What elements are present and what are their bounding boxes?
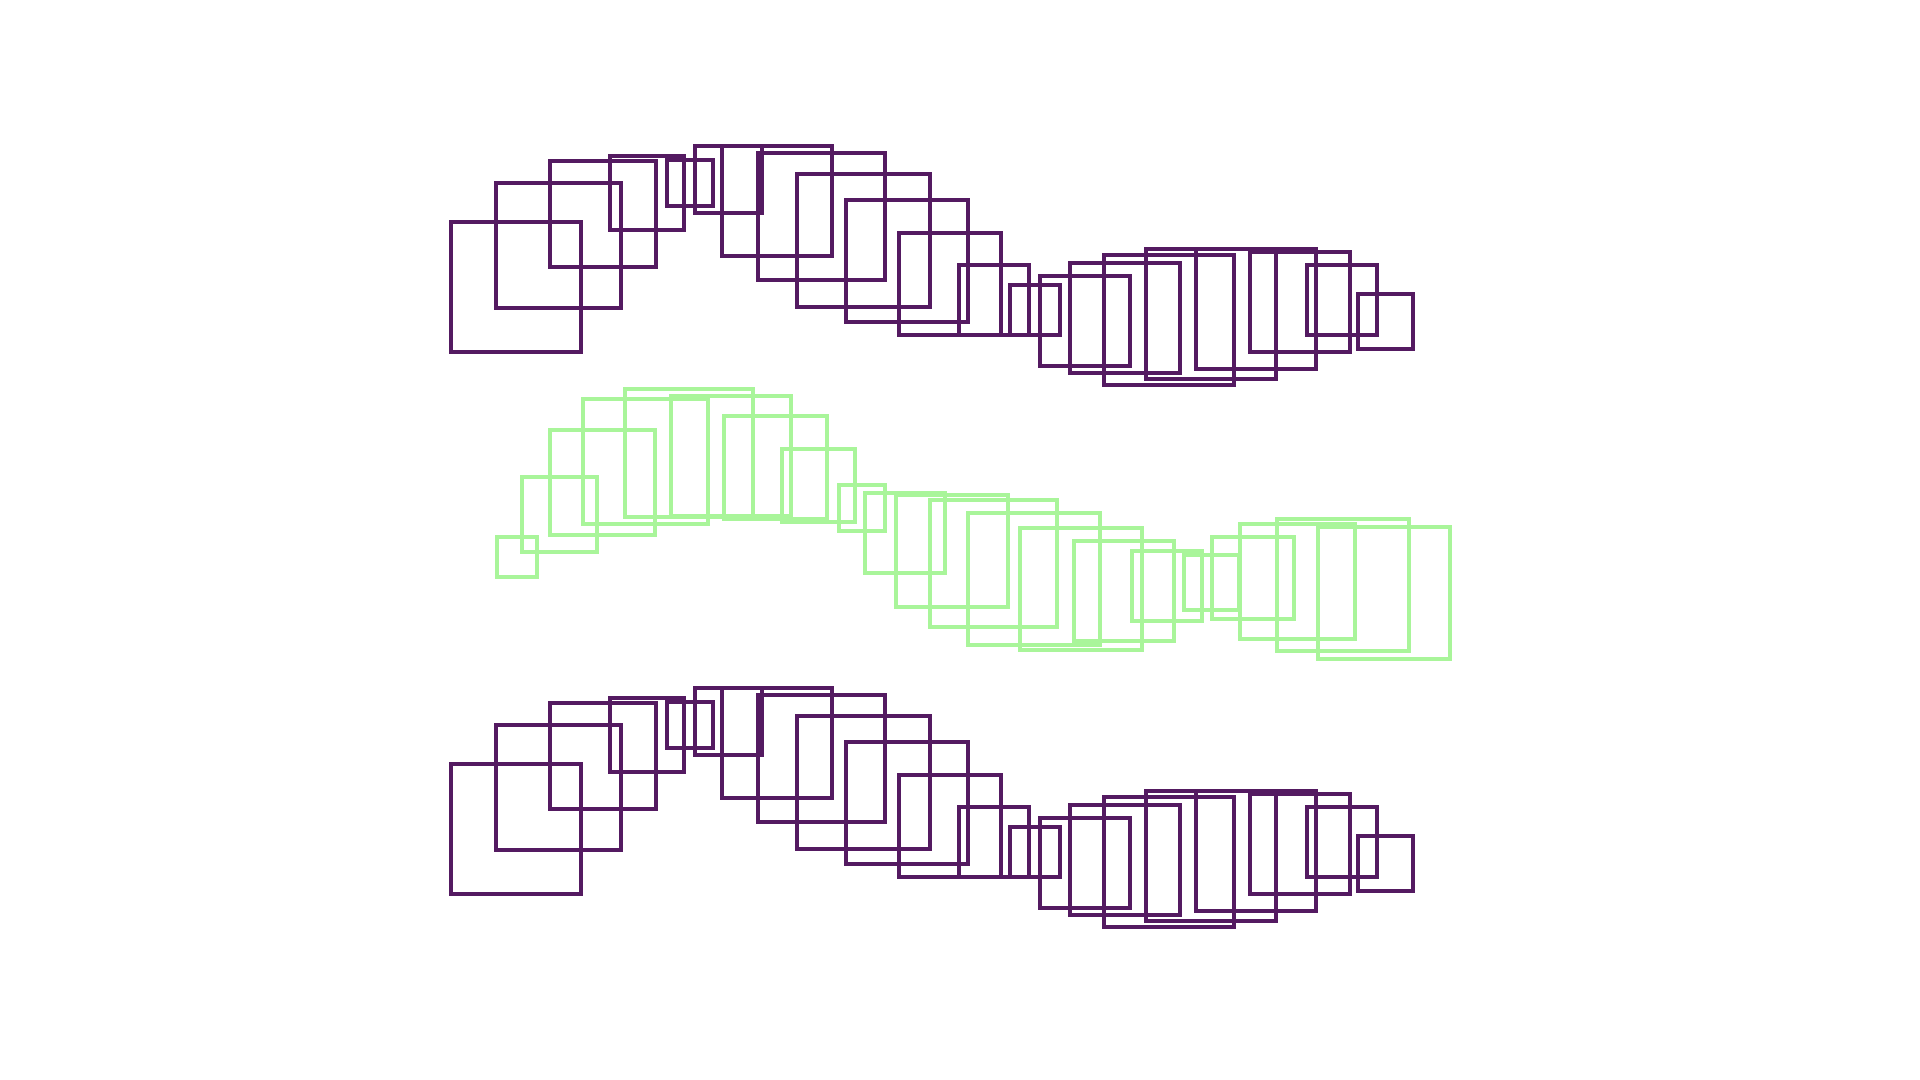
middle-band-square-16 <box>1130 549 1204 623</box>
bottom-band-square-17 <box>1144 789 1278 923</box>
bottom-band-square-15 <box>1068 803 1182 917</box>
middle-band-square-2 <box>520 475 599 554</box>
bottom-band-square-18 <box>1194 789 1318 913</box>
middle-band-square-4 <box>581 397 710 526</box>
bottom-band-square-16 <box>1102 795 1236 929</box>
top-band-square-2 <box>494 181 623 310</box>
middle-band-square-20 <box>1275 517 1411 653</box>
middle-band-square-7 <box>722 414 829 521</box>
middle-band-square-11 <box>894 493 1010 609</box>
top-band-square-7 <box>720 144 834 258</box>
top-band-square-16 <box>1102 253 1236 387</box>
middle-band-square-14 <box>1018 526 1144 652</box>
middle-band-square-13 <box>966 511 1102 647</box>
top-square-band <box>449 144 1415 387</box>
bottom-band-square-8 <box>756 693 887 824</box>
middle-band-square-15 <box>1072 539 1176 643</box>
bottom-band-square-7 <box>720 686 834 800</box>
top-band-square-13 <box>1008 283 1062 337</box>
bottom-square-band <box>449 686 1415 929</box>
bottom-band-square-3 <box>548 701 658 811</box>
middle-band-square-19 <box>1238 522 1357 641</box>
middle-band-square-1 <box>495 535 539 579</box>
middle-band-square-3 <box>548 428 657 537</box>
top-band-square-17 <box>1144 247 1278 381</box>
middle-band-square-9 <box>837 483 887 533</box>
bottom-band-square-14 <box>1038 816 1132 910</box>
top-band-square-15 <box>1068 261 1182 375</box>
bottom-band-square-10 <box>844 740 970 866</box>
bottom-band-square-12 <box>957 805 1031 879</box>
top-band-square-8 <box>756 151 887 282</box>
bottom-band-square-1 <box>449 762 583 896</box>
bottom-band-square-20 <box>1305 805 1379 879</box>
top-band-square-14 <box>1038 274 1132 368</box>
top-band-square-1 <box>449 220 583 354</box>
top-band-square-19 <box>1248 250 1352 354</box>
top-band-square-20 <box>1305 263 1379 337</box>
middle-band-square-21 <box>1316 525 1452 661</box>
middle-band-square-5 <box>623 387 755 519</box>
top-band-square-12 <box>957 263 1031 337</box>
bottom-band-square-13 <box>1008 825 1062 879</box>
bottom-band-square-9 <box>795 714 932 851</box>
middle-band-square-18 <box>1210 535 1296 621</box>
top-band-square-21 <box>1356 292 1415 351</box>
bottom-band-square-21 <box>1356 834 1415 893</box>
top-band-square-18 <box>1194 247 1318 371</box>
bottom-band-square-4 <box>608 696 686 774</box>
bottom-band-square-5 <box>665 700 715 750</box>
top-band-square-10 <box>844 198 970 324</box>
bottom-band-square-2 <box>494 723 623 852</box>
top-band-square-6 <box>693 144 764 215</box>
top-band-square-4 <box>608 154 686 232</box>
top-band-square-5 <box>665 158 715 208</box>
middle-square-band <box>495 387 1452 661</box>
top-band-square-9 <box>795 172 932 309</box>
top-band-square-11 <box>897 231 1003 337</box>
middle-band-square-6 <box>669 394 793 518</box>
bottom-band-square-19 <box>1248 792 1352 896</box>
bottom-band-square-6 <box>693 686 764 757</box>
top-band-square-3 <box>548 159 658 269</box>
bottom-band-square-11 <box>897 773 1003 879</box>
middle-band-square-12 <box>928 498 1059 629</box>
